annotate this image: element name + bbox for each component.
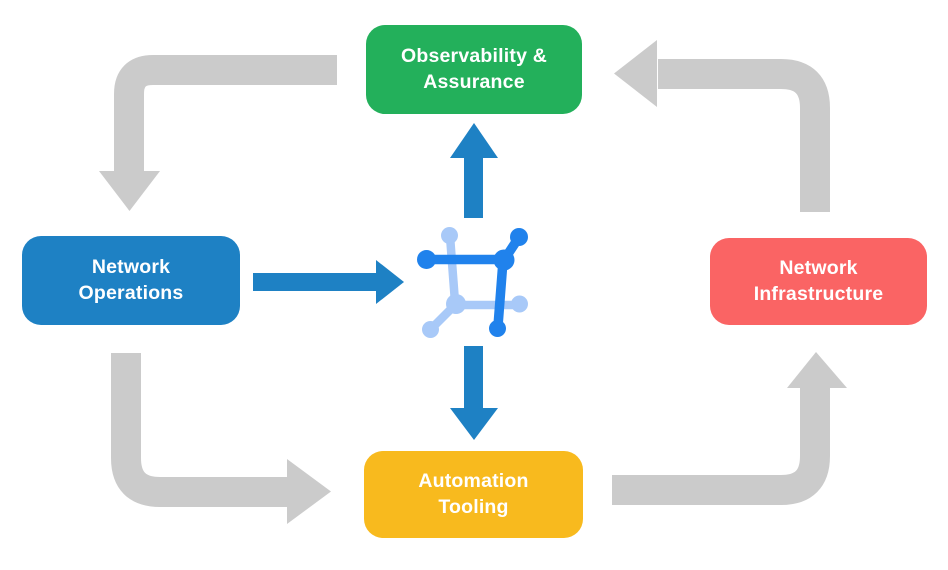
- arrow-hub-to-automation: [450, 346, 498, 440]
- node-automation-tooling: Automation Tooling: [364, 451, 583, 538]
- node-label-line: Network: [779, 256, 858, 279]
- node-label-line: Assurance: [423, 70, 525, 93]
- arrow-head-down: [99, 171, 160, 211]
- hub-node-dark-left: [417, 250, 436, 269]
- node-network-infrastructure: Network Infrastructure: [710, 238, 927, 325]
- arrow-shaft: [612, 388, 830, 505]
- node-network-operations: Network Operations: [22, 236, 240, 325]
- node-label-line: Tooling: [438, 495, 509, 518]
- hub-link-dark-vertical: [493, 256, 508, 331]
- arrow-observability-to-operations: [99, 55, 337, 211]
- arrow-head-down: [450, 408, 498, 440]
- node-label-line: Automation: [418, 469, 529, 492]
- arrow-hub-to-observability: [450, 123, 498, 218]
- arrow-head-right: [287, 459, 331, 524]
- arrow-operations-to-hub: [253, 260, 404, 304]
- hub-node-dark-bottom: [489, 320, 506, 337]
- arrow-shaft: [658, 59, 830, 212]
- arrow-infrastructure-to-observability: [614, 40, 830, 212]
- node-label-line: Operations: [78, 281, 184, 304]
- arrow-head-up: [450, 123, 498, 158]
- arrow-automation-to-infrastructure: [612, 352, 847, 505]
- node-label-line: Network: [91, 255, 171, 278]
- arrow-head-left: [614, 40, 657, 107]
- hub-link-light-vertical: [445, 231, 460, 307]
- node-observability-assurance: Observability & Assurance: [366, 25, 582, 114]
- node-label-line: Infrastructure: [753, 282, 884, 305]
- arrow-shaft: [111, 353, 288, 507]
- hub-node-dark-top-right: [510, 228, 528, 246]
- network-hub-icon: [417, 227, 528, 338]
- arrow-head-up: [787, 352, 847, 388]
- hub-node-light-bottom-left: [422, 321, 439, 338]
- arrow-shaft: [114, 55, 337, 172]
- hub-node-light-top: [441, 227, 458, 244]
- hub-node-light-right: [511, 295, 528, 313]
- hub-node-light-corner: [446, 294, 466, 314]
- arrow-operations-to-automation: [111, 353, 331, 524]
- hub-node-dark-corner: [493, 249, 515, 271]
- node-label-line: Observability &: [400, 44, 548, 67]
- arrow-head-right: [376, 260, 404, 304]
